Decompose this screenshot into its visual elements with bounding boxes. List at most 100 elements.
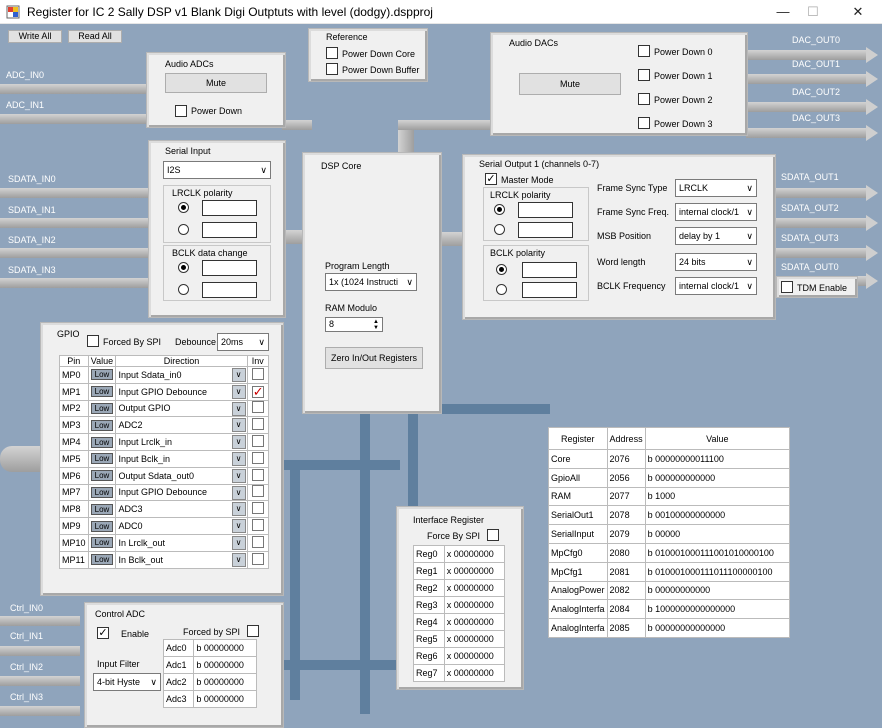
gpio-inv-checkbox[interactable] bbox=[251, 367, 264, 380]
chevron-down-icon[interactable]: ∨ bbox=[231, 435, 246, 450]
power-down-core-checkbox[interactable] bbox=[326, 47, 338, 59]
gpio-value-toggle[interactable]: Low bbox=[90, 486, 113, 498]
control-adc-enable-checkbox[interactable]: ✓ bbox=[97, 627, 109, 639]
out-bclk-falling-radio[interactable] bbox=[496, 284, 507, 295]
gpio-value-toggle[interactable]: Low bbox=[90, 369, 113, 381]
gpio-direction-cell[interactable]: Output Sdata_out0∨ bbox=[115, 466, 248, 485]
gpio-direction-cell[interactable]: Input GPIO Debounce∨ bbox=[115, 382, 248, 401]
read-all-button[interactable]: Read All bbox=[68, 30, 122, 43]
out-bclk-rising-radio[interactable] bbox=[496, 264, 507, 275]
interface-register-value[interactable]: x 00000000 bbox=[443, 647, 506, 665]
gpio-direction-cell[interactable]: Output GPIO∨ bbox=[115, 399, 248, 418]
serial-input-format-select[interactable]: I2S∨ bbox=[163, 161, 271, 179]
dac-power-down-3-checkbox[interactable] bbox=[638, 117, 650, 129]
register-value[interactable]: b 010001000111001010000100 bbox=[644, 542, 791, 563]
maximize-button[interactable]: ☐ bbox=[807, 4, 819, 19]
ram-modulo-spinner[interactable]: 8▲▼ bbox=[325, 317, 383, 332]
chevron-down-icon[interactable]: ∨ bbox=[231, 552, 246, 567]
gpio-value-toggle[interactable]: Low bbox=[90, 537, 113, 549]
bclk-falling-radio[interactable] bbox=[178, 284, 189, 295]
minimize-button[interactable]: — bbox=[776, 4, 790, 19]
chevron-down-icon[interactable]: ∨ bbox=[231, 535, 246, 550]
bclk-rising-radio[interactable] bbox=[178, 262, 189, 273]
close-button[interactable]: ✕ bbox=[852, 4, 864, 19]
dac-power-down-2-checkbox[interactable] bbox=[638, 93, 650, 105]
gpio-direction-cell[interactable]: ADC2∨ bbox=[115, 416, 248, 435]
frame-sync-type-select[interactable]: LRCLK∨ bbox=[675, 179, 757, 197]
register-value[interactable]: b 1000 bbox=[644, 486, 791, 507]
gpio-value-toggle[interactable]: Low bbox=[90, 520, 113, 532]
program-length-select[interactable]: 1x (1024 Instructi∨ bbox=[325, 273, 417, 291]
interface-register-value[interactable]: x 00000000 bbox=[443, 664, 506, 682]
gpio-value-toggle[interactable]: Low bbox=[90, 402, 113, 414]
register-value[interactable]: b 00000000011100 bbox=[644, 449, 791, 469]
lrclk-polarity-normal-radio[interactable] bbox=[178, 202, 189, 213]
chevron-down-icon[interactable]: ∨ bbox=[231, 519, 246, 534]
gpio-inv-checkbox[interactable] bbox=[251, 535, 264, 548]
gpio-direction-cell[interactable]: In Bclk_out∨ bbox=[115, 550, 248, 569]
interface-register-value[interactable]: x 00000000 bbox=[443, 579, 506, 597]
gpio-value-toggle[interactable]: Low bbox=[90, 503, 113, 515]
gpio-value-toggle[interactable]: Low bbox=[90, 453, 113, 465]
chevron-down-icon[interactable]: ∨ bbox=[231, 368, 246, 382]
gpio-inv-checkbox[interactable] bbox=[251, 502, 264, 515]
dac-mute-button[interactable]: Mute bbox=[519, 73, 621, 95]
gpio-inv-checkbox[interactable] bbox=[251, 451, 264, 464]
dac-power-down-0-checkbox[interactable] bbox=[638, 45, 650, 57]
gpio-value-toggle[interactable]: Low bbox=[90, 470, 113, 482]
gpio-value-toggle[interactable]: Low bbox=[90, 419, 113, 431]
interface-register-value[interactable]: x 00000000 bbox=[443, 545, 506, 563]
gpio-direction-cell[interactable]: Input Bclk_in∨ bbox=[115, 449, 248, 468]
chevron-down-icon[interactable]: ∨ bbox=[231, 485, 246, 500]
out-lrclk-inverted-radio[interactable] bbox=[494, 224, 505, 235]
chevron-down-icon[interactable]: ∨ bbox=[231, 468, 246, 483]
gpio-value-toggle[interactable]: Low bbox=[90, 554, 113, 566]
gpio-value-toggle[interactable]: Low bbox=[90, 386, 113, 398]
debounce-select[interactable]: 20ms∨ bbox=[217, 333, 269, 351]
interface-register-value[interactable]: x 00000000 bbox=[443, 613, 506, 631]
gpio-inv-checkbox[interactable] bbox=[251, 468, 264, 481]
register-value[interactable]: b 010001000111011100000100 bbox=[644, 561, 791, 582]
interface-register-value[interactable]: x 00000000 bbox=[443, 562, 506, 580]
word-length-select[interactable]: 24 bits∨ bbox=[675, 253, 757, 271]
register-value[interactable]: b 00000000000000 bbox=[644, 618, 791, 638]
force-by-spi-checkbox[interactable] bbox=[487, 529, 499, 541]
input-filter-select[interactable]: 4-bit Hyste∨ bbox=[93, 673, 161, 691]
gpio-inv-checkbox[interactable] bbox=[251, 435, 264, 448]
gpio-direction-cell[interactable]: Input Lrclk_in∨ bbox=[115, 433, 248, 451]
interface-register-value[interactable]: x 00000000 bbox=[443, 630, 506, 648]
gpio-direction-cell[interactable]: ADC0∨ bbox=[115, 517, 248, 535]
register-value[interactable]: b 00000 bbox=[644, 524, 791, 544]
gpio-inv-checkbox[interactable] bbox=[251, 552, 264, 565]
out-lrclk-normal-radio[interactable] bbox=[494, 204, 505, 215]
lrclk-polarity-inverted-radio[interactable] bbox=[178, 224, 189, 235]
interface-register-value[interactable]: x 00000000 bbox=[443, 596, 506, 614]
chevron-down-icon[interactable]: ∨ bbox=[231, 502, 246, 517]
gpio-inv-checkbox[interactable]: ✓ bbox=[251, 383, 264, 399]
master-mode-checkbox[interactable]: ✓ bbox=[485, 173, 497, 185]
adc-power-down-checkbox[interactable] bbox=[175, 105, 187, 117]
write-all-button[interactable]: Write All bbox=[8, 30, 62, 43]
chevron-down-icon[interactable]: ∨ bbox=[231, 401, 246, 416]
control-adc-forced-checkbox[interactable] bbox=[247, 625, 259, 637]
gpio-inv-checkbox[interactable] bbox=[251, 418, 264, 431]
zero-in-out-registers-button[interactable]: Zero In/Out Registers bbox=[325, 347, 423, 369]
msb-position-select[interactable]: delay by 1∨ bbox=[675, 227, 757, 245]
gpio-inv-checkbox[interactable] bbox=[251, 519, 264, 532]
gpio-direction-cell[interactable]: In Lrclk_out∨ bbox=[115, 533, 248, 552]
register-value[interactable]: b 000000000000 bbox=[644, 467, 791, 488]
tdm-enable-checkbox[interactable] bbox=[781, 281, 793, 293]
gpio-inv-checkbox[interactable] bbox=[251, 401, 264, 414]
register-value[interactable]: b 00100000000000 bbox=[644, 505, 791, 526]
adc-mute-button[interactable]: Mute bbox=[165, 73, 267, 93]
register-value[interactable]: b 1000000000000000 bbox=[644, 599, 791, 620]
gpio-value-toggle[interactable]: Low bbox=[90, 436, 113, 448]
register-value[interactable]: b 00000000000 bbox=[644, 580, 791, 601]
chevron-down-icon[interactable]: ∨ bbox=[231, 451, 246, 466]
dac-power-down-1-checkbox[interactable] bbox=[638, 69, 650, 81]
gpio-direction-cell[interactable]: Input Sdata_in0∨ bbox=[115, 366, 248, 384]
chevron-down-icon[interactable]: ∨ bbox=[231, 418, 246, 433]
chevron-down-icon[interactable]: ∨ bbox=[231, 384, 246, 399]
gpio-forced-by-spi-checkbox[interactable] bbox=[87, 335, 99, 347]
gpio-inv-checkbox[interactable] bbox=[251, 485, 264, 498]
